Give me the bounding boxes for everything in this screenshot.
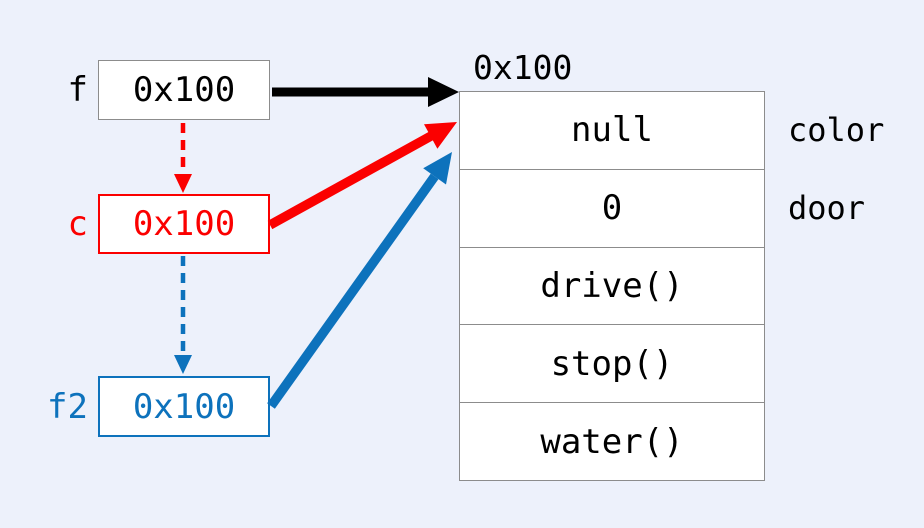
object-row-color: null	[460, 92, 764, 170]
object-row-drive: drive()	[460, 248, 764, 326]
variable-c-box: 0x100	[98, 194, 270, 254]
variable-f2-box: 0x100	[98, 376, 270, 437]
arrow-c-to-object-shaft	[267, 131, 434, 230]
object-field-label-door: door	[788, 189, 866, 227]
object-row-door: 0	[460, 170, 764, 248]
arrow-f2-to-object	[267, 152, 452, 409]
arrow-f-to-object-head	[428, 77, 459, 107]
variable-c-label: c	[67, 204, 88, 244]
arrow-c-to-f2-head	[174, 355, 192, 374]
object-row-water: water()	[540, 421, 684, 462]
arrow-f2-to-object-head	[423, 152, 452, 185]
arrow-f-to-object	[272, 77, 459, 107]
arrow-f-to-c-dashed	[174, 123, 192, 193]
variable-f-label: f	[67, 70, 88, 110]
object-table: null 0 drive() stop() water()	[459, 91, 765, 481]
object-field-label-color: color	[788, 111, 885, 149]
arrow-f2-to-object-shaft	[267, 173, 439, 409]
variable-c-value: 0x100	[132, 204, 236, 244]
arrow-f-to-c-head	[174, 174, 192, 193]
variable-f2-value: 0x100	[132, 386, 236, 427]
arrow-c-to-object-head	[424, 122, 457, 149]
variable-f-box: 0x100	[98, 60, 270, 120]
arrow-c-to-object	[267, 122, 457, 230]
arrow-c-to-f2-dashed	[174, 256, 192, 374]
object-row-stop: stop()	[460, 325, 764, 404]
variable-f2-label: f2	[47, 386, 88, 427]
object-address-label: 0x100	[473, 48, 573, 87]
variable-f-value: 0x100	[132, 70, 236, 110]
